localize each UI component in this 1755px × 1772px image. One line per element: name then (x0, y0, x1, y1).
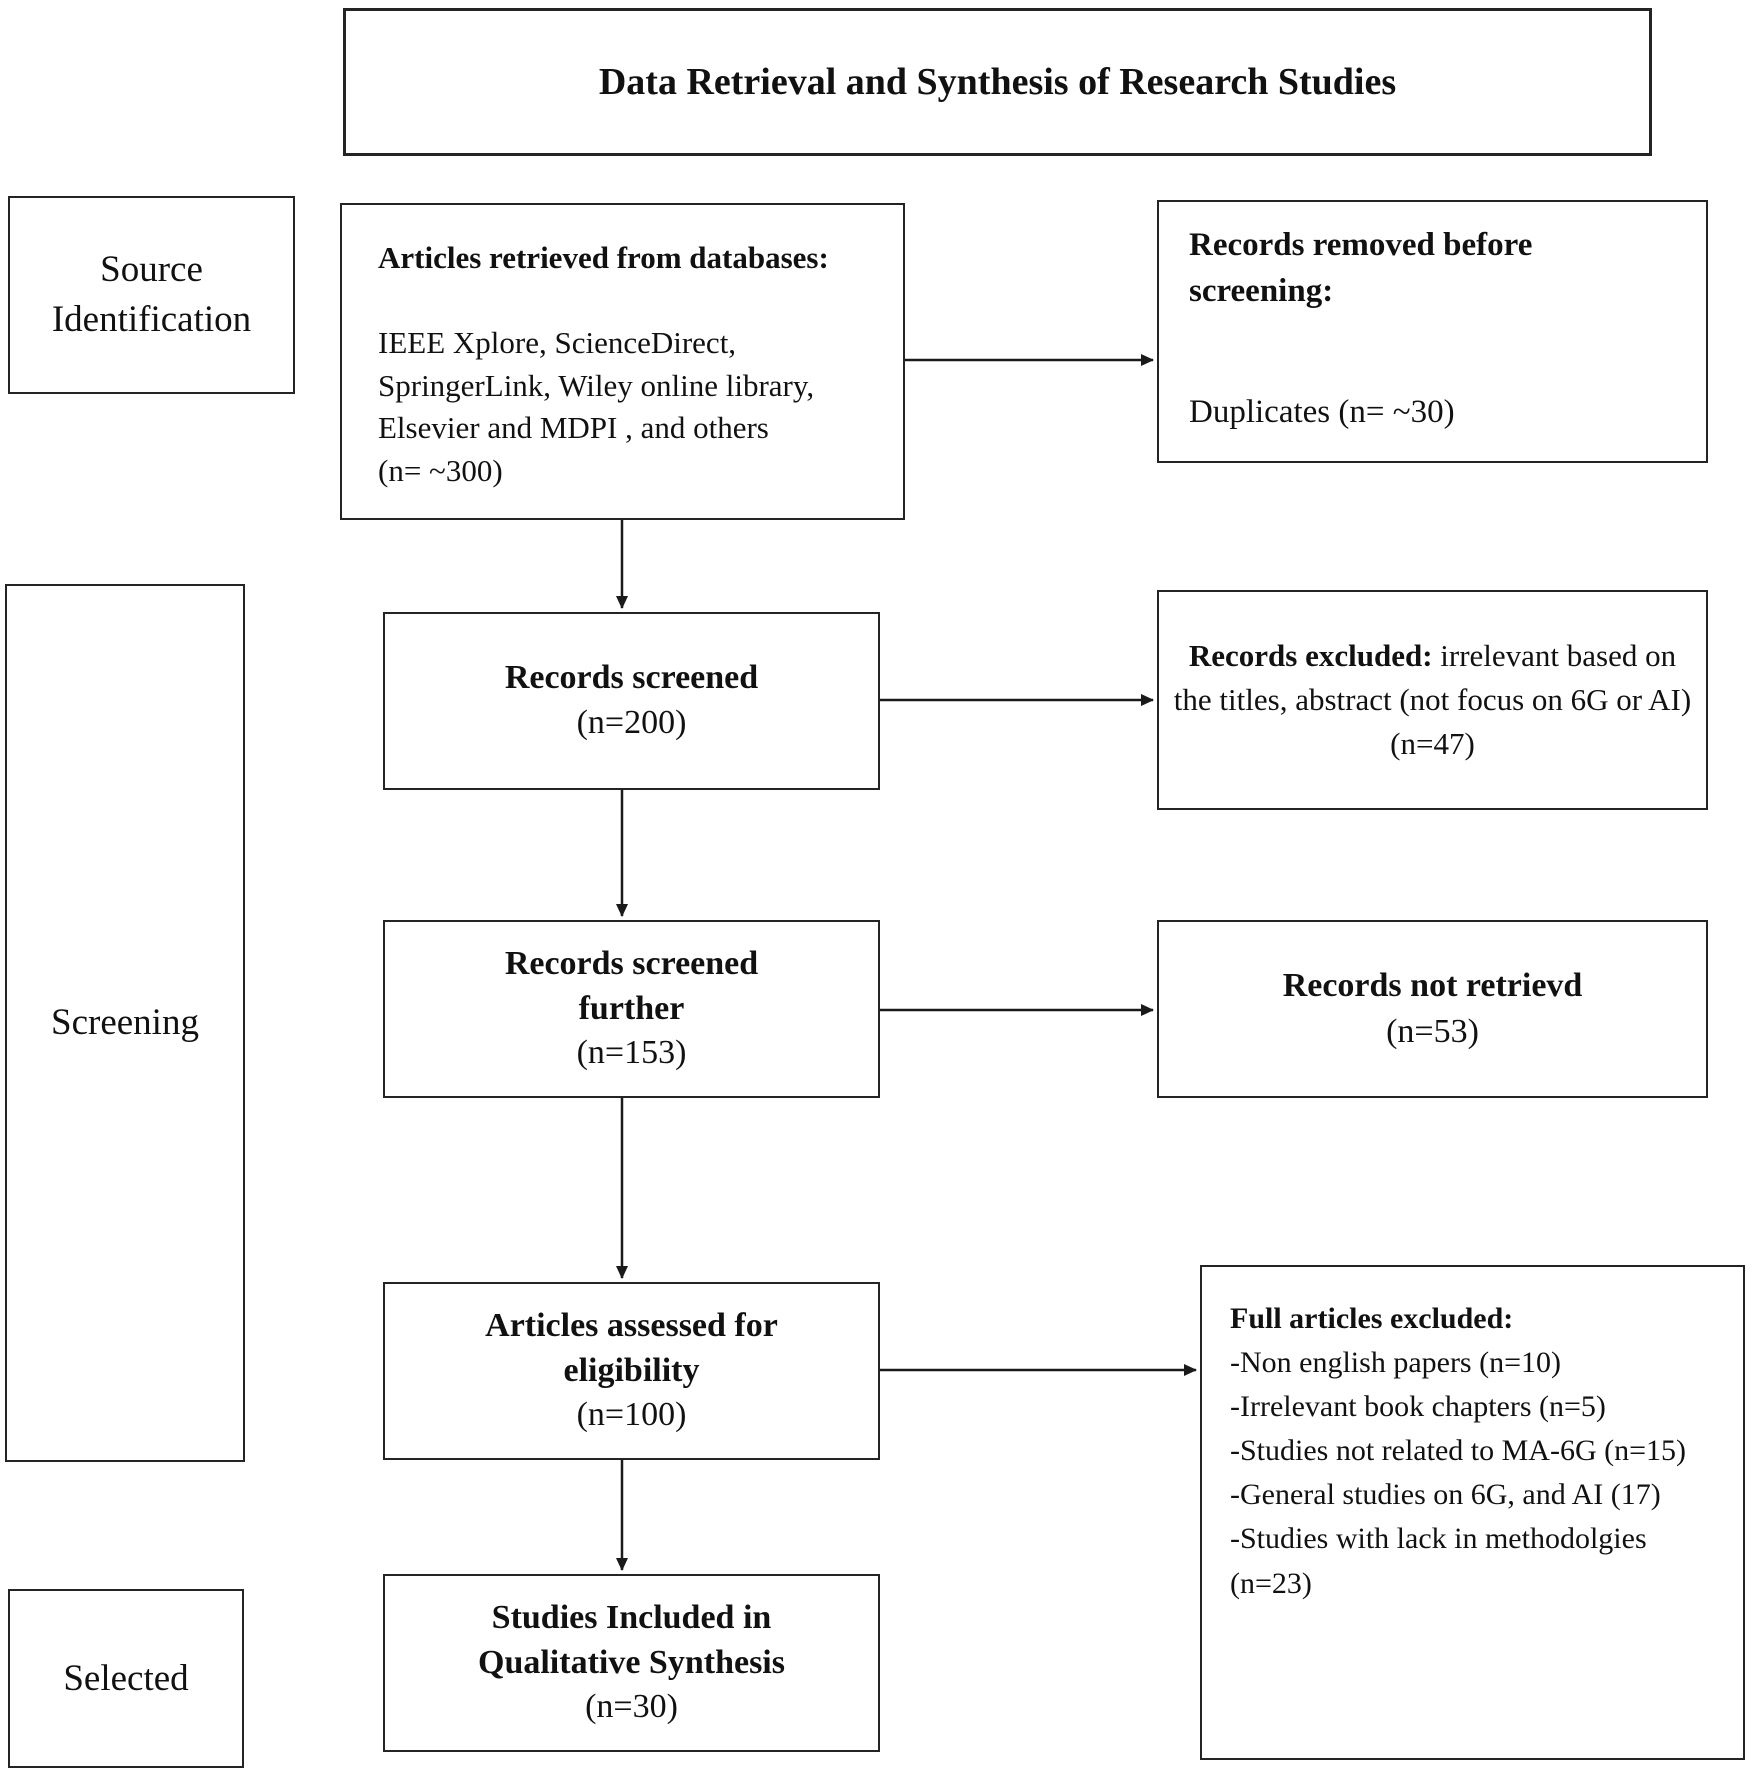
records-not-retrieved-box: Records not retrievd (n=53) (1157, 920, 1708, 1098)
articles-retrieved-heading: Articles retrieved from databases: (378, 240, 829, 275)
records-screened-further-count: (n=153) (576, 1034, 687, 1072)
articles-retrieved-body: IEEE Xplore, ScienceDirect,SpringerLink,… (378, 324, 815, 489)
full-articles-excluded-list: -Non english papers (n=10)-Irrelevant bo… (1230, 1346, 1687, 1600)
records-excluded-box: Records excluded: irrelevant based on th… (1157, 590, 1708, 810)
records-screened-count: (n=200) (576, 704, 687, 741)
articles-retrieved-box: Articles retrieved from databases: IEEE … (340, 203, 905, 520)
full-articles-excluded-heading: Full articles excluded: (1230, 1302, 1514, 1335)
stage-label-screening: Screening (5, 584, 245, 1462)
records-screened-title: Records screened (504, 659, 759, 697)
records-excluded-lead: Records excluded: (1188, 637, 1433, 673)
stage-label-selected: Selected (8, 1589, 244, 1768)
diagram-title-box: Data Retrieval and Synthesis of Research… (343, 8, 1652, 156)
full-articles-excluded-box: Full articles excluded: -Non english pap… (1200, 1265, 1745, 1760)
records-not-retrieved-rest: (n=53) (1386, 1013, 1479, 1050)
records-not-retrieved-text: Records not retrievd (n=53) (1260, 963, 1605, 1055)
records-excluded-rest: irrelevant based on the titles, abstract… (1173, 637, 1692, 717)
records-removed-body: Duplicates (n= ~30) (1189, 393, 1455, 430)
articles-assessed-count: (n=100) (576, 1396, 687, 1434)
diagram-title: Data Retrieval and Synthesis of Research… (598, 61, 1397, 103)
records-not-retrieved-lead: Records not retrievd (1282, 967, 1583, 1005)
records-screened-box: Records screened (n=200) (383, 612, 880, 790)
stage-selected-text: Selected (63, 1657, 189, 1699)
studies-included-count: (n=30) (585, 1688, 678, 1726)
stage-screening-text: Screening (51, 1002, 199, 1044)
records-excluded-text: Records excluded: irrelevant based on th… (1173, 634, 1692, 722)
records-excluded-count: (n=47) (1390, 726, 1475, 761)
